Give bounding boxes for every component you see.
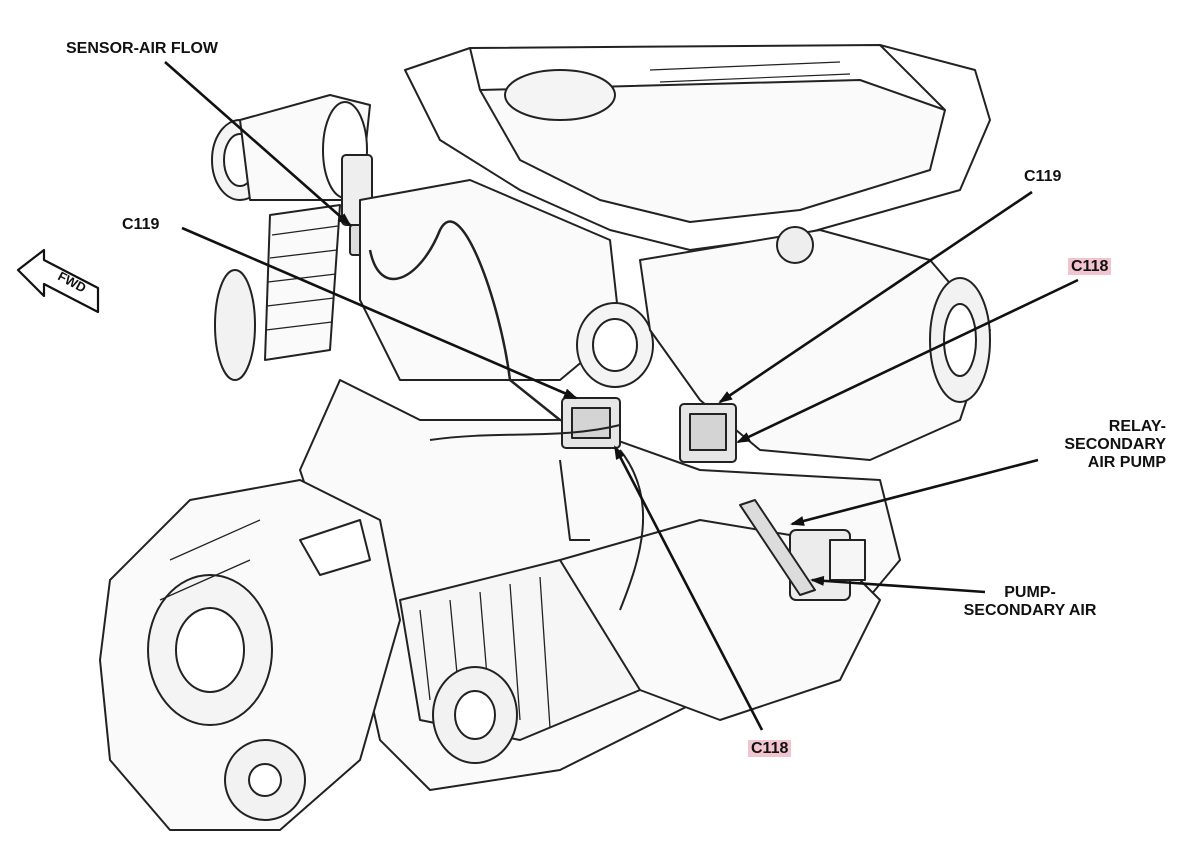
label-c118-bottom-text: C118 bbox=[748, 740, 792, 757]
leader-lines bbox=[164, 61, 1079, 731]
leader-c118-bottom bbox=[613, 445, 764, 731]
label-c118-top-text: C118 bbox=[1068, 258, 1112, 275]
label-pump-secondary-air: PUMP- SECONDARY AIR bbox=[944, 584, 1116, 620]
relay-line-2: SECONDARY bbox=[1064, 436, 1166, 453]
label-sensor-air-flow: SENSOR-AIR FLOW bbox=[66, 40, 218, 57]
leader-relay bbox=[790, 458, 1039, 526]
label-c119-right: C119 bbox=[1024, 168, 1062, 185]
relay-line-1: RELAY- bbox=[1108, 418, 1166, 435]
pump-line-2: SECONDARY AIR bbox=[963, 602, 1097, 619]
engine-drawing bbox=[99, 44, 991, 831]
leader-c119-left bbox=[181, 226, 578, 400]
leader-c118-top bbox=[736, 278, 1079, 444]
label-relay-secondary-air-pump: RELAY- SECONDARY AIR PUMP bbox=[1040, 418, 1166, 472]
fwd-arrow-icon: FWD bbox=[16, 248, 100, 314]
leader-sensor-air-flow bbox=[164, 61, 352, 227]
pump-line-1: PUMP- bbox=[1004, 584, 1056, 601]
relay-line-3: AIR PUMP bbox=[1087, 454, 1166, 471]
leader-c119-right bbox=[718, 190, 1033, 404]
leader-pump bbox=[810, 575, 986, 594]
label-c119-left: C119 bbox=[122, 216, 160, 233]
label-c118-top: C118 bbox=[1068, 258, 1112, 276]
label-c118-bottom: C118 bbox=[748, 740, 792, 758]
